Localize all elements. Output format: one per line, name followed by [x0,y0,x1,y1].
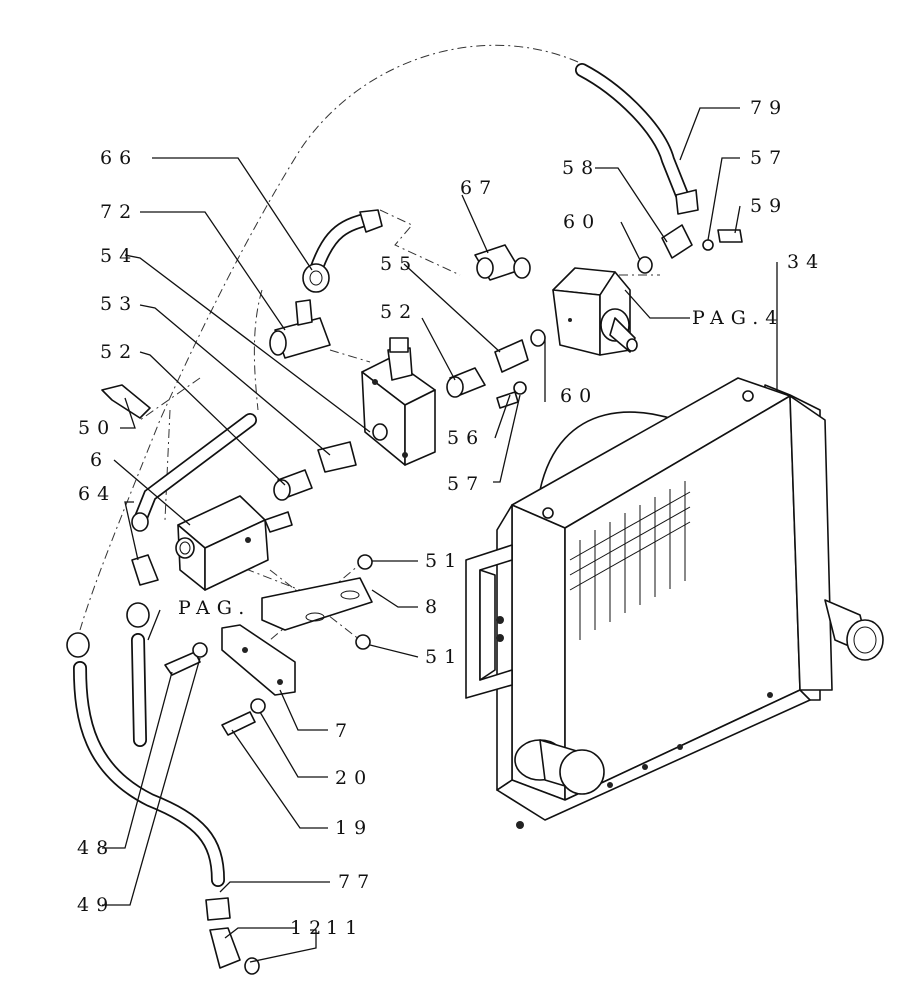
label-60: 60 [563,211,601,233]
fittings [66,224,743,975]
label-54: 54 [100,245,138,267]
label-52b: 52 [380,301,418,323]
label-12: 12 [290,917,328,939]
label-48: 48 [77,837,115,859]
label-7: 7 [335,720,354,742]
label-72: 72 [100,201,138,223]
label-52: 52 [100,341,138,363]
label-pag4: PAG.4 [692,307,784,329]
label-49: 49 [77,894,115,916]
hydraulic-pump [552,267,638,356]
oil-cooler-radiator [465,377,884,829]
label-51: 51 [425,550,463,572]
label-64: 64 [78,483,116,505]
label-50: 50 [78,417,116,439]
label-79: 79 [750,97,788,119]
label-60b: 60 [560,385,598,407]
small-valve-block [175,495,293,591]
label-19: 19 [335,817,373,839]
label-6: 6 [90,449,109,471]
leader-lines [102,107,778,963]
label-20: 20 [335,767,373,789]
label-56: 56 [447,427,485,449]
label-53: 53 [100,293,138,315]
label-8: 8 [425,596,444,618]
label-pag: PAG. [178,597,251,619]
label-57b: 57 [447,473,485,495]
label-57: 57 [750,147,788,169]
valve-block [361,337,436,466]
label-66: 66 [100,147,138,169]
label-55: 55 [380,253,418,275]
callout-labels: 79 57 59 58 67 66 72 54 53 52 50 6 64 60… [77,97,825,939]
label-34: 34 [787,251,825,273]
label-67: 67 [460,177,498,199]
label-59: 59 [750,195,788,217]
hoses [73,63,699,887]
label-77: 77 [338,871,376,893]
label-51b: 51 [425,646,463,668]
label-11: 11 [326,917,364,939]
label-58: 58 [562,157,600,179]
